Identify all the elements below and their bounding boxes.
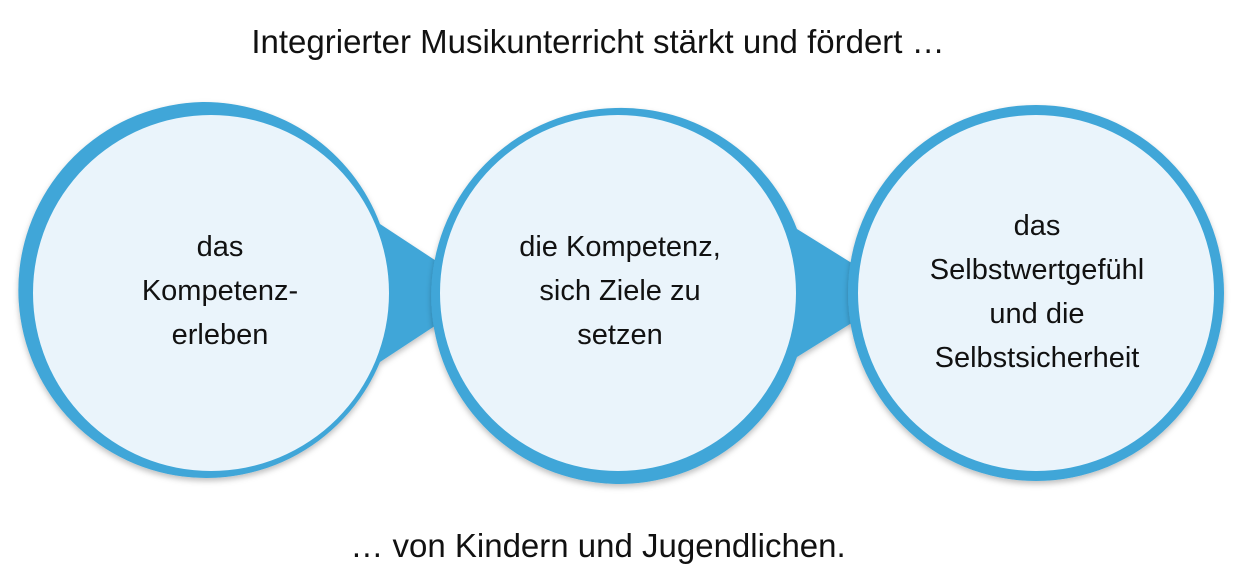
step-2-line: sich Ziele zu <box>539 275 701 307</box>
step-2-line: setzen <box>577 319 663 351</box>
step-3-line: Selbstwertgefühl <box>929 254 1145 286</box>
step-3-line: das <box>1013 210 1061 242</box>
step-2-shape <box>431 107 900 484</box>
step-1-line: erleben <box>171 319 269 351</box>
diagram-heading-bottom: … von Kindern und Jugendlichen. <box>350 527 846 564</box>
diagram-heading-top: Integrierter Musikunterricht stärkt und … <box>251 23 945 60</box>
step-1-line: Kompetenz- <box>141 275 299 307</box>
step-3-label: das Selbstwertgefühl und die Selbstsiche… <box>906 204 1168 380</box>
step-3-line: und die <box>989 298 1085 330</box>
step-3-line: Selbstsicherheit <box>934 342 1140 374</box>
step-1-label: das Kompetenz- erleben <box>90 225 350 357</box>
step-2-line: die Kompetenz, <box>519 231 721 263</box>
step-3-shape <box>848 105 1224 481</box>
step-2-label: die Kompetenz, sich Ziele zu setzen <box>490 225 750 357</box>
step-1-shape <box>18 101 485 478</box>
step-1-line: das <box>196 231 244 263</box>
